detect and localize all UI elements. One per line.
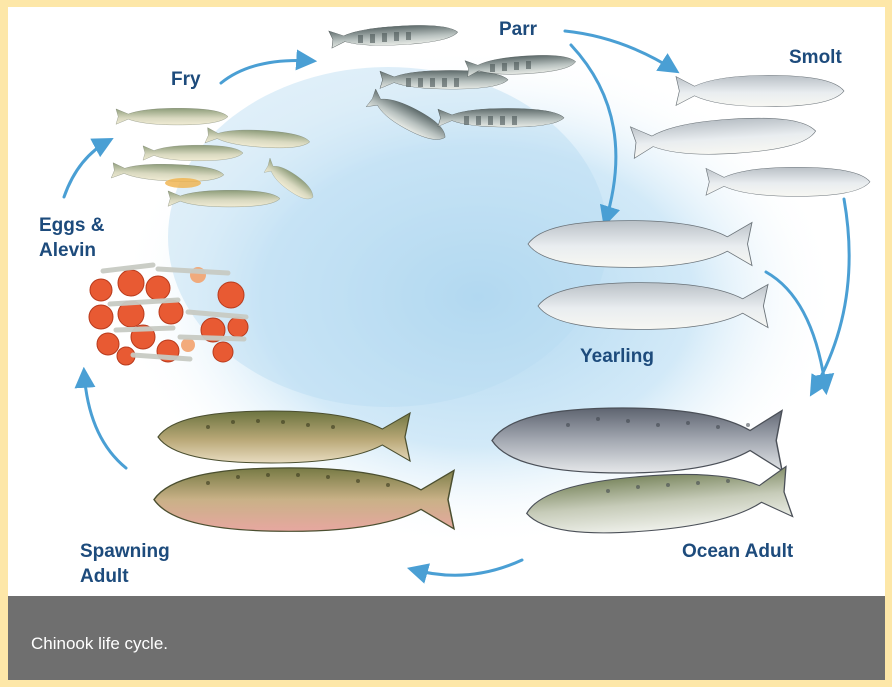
label-parr: Parr — [499, 17, 537, 42]
caption-bar: Chinook life cycle. — [8, 596, 885, 680]
arrow-eggs-to-fry — [64, 140, 110, 197]
arrow-ocean-to-spawning — [411, 560, 522, 575]
fry-yolk-sac — [165, 178, 201, 188]
label-fry: Fry — [171, 67, 201, 92]
label-spawning-adult: Spawning Adult — [80, 539, 170, 589]
label-yearling: Yearling — [580, 344, 654, 369]
label-eggs-line1: Eggs & — [39, 213, 104, 238]
label-eggs-line2: Alevin — [39, 238, 104, 263]
life-cycle-figure: Parr Smolt Fry Eggs & Alevin Yearling Sp… — [8, 7, 885, 596]
label-smolt: Smolt — [789, 45, 842, 70]
label-spawning-line1: Spawning — [80, 539, 170, 564]
arrow-spawning-to-eggs — [84, 371, 126, 468]
label-eggs-alevin: Eggs & Alevin — [39, 213, 104, 263]
label-spawning-line2: Adult — [80, 564, 170, 589]
life-cycle-illustration — [8, 7, 885, 596]
label-ocean-adult: Ocean Adult — [682, 539, 793, 564]
caption-text: Chinook life cycle. — [31, 634, 168, 654]
arrow-fry-to-parr — [221, 60, 313, 83]
